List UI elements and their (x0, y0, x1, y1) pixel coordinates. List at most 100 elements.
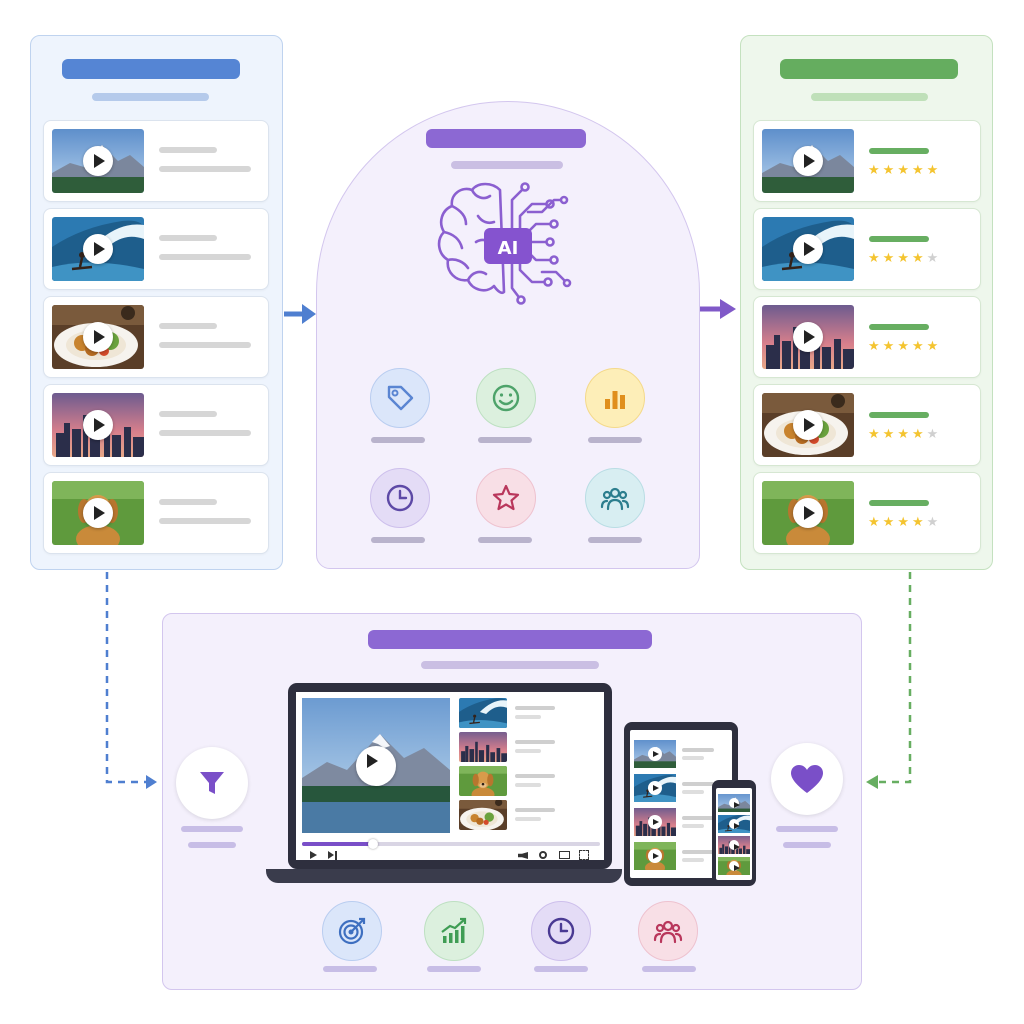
input-video-card[interactable] (43, 120, 269, 202)
input-video-card[interactable] (43, 472, 269, 554)
tablet-thumbnail[interactable] (634, 842, 676, 870)
ranked-video-card[interactable]: ★★★★★ (753, 296, 981, 378)
video-thumbnail[interactable] (52, 305, 144, 369)
star-icon (492, 484, 520, 511)
tag-icon (387, 385, 414, 411)
ai-panel-subtitle-bar (451, 161, 563, 169)
laptop-screen (296, 692, 604, 860)
play-icon[interactable] (356, 745, 396, 786)
miniplayer-icon[interactable] (559, 851, 570, 859)
skip-next-bar (335, 851, 337, 860)
ai-panel-title-bar (426, 129, 586, 148)
play-icon[interactable] (83, 322, 113, 352)
laptop-device (288, 683, 612, 869)
up-next-item[interactable] (459, 698, 599, 728)
input-video-card[interactable] (43, 296, 269, 378)
play-icon[interactable] (83, 498, 113, 528)
tablet-title-line (682, 782, 714, 786)
play-icon[interactable] (648, 815, 662, 829)
tablet-video-item[interactable] (634, 842, 728, 870)
video-thumbnail[interactable] (52, 393, 144, 457)
play-icon[interactable] (793, 498, 823, 528)
video-title-line (159, 411, 217, 417)
ai-sentiment-circle (476, 368, 536, 428)
play-icon[interactable] (648, 781, 662, 795)
play-icon[interactable] (83, 234, 113, 264)
skip-next-icon[interactable] (328, 851, 334, 859)
up-next-thumbnail[interactable] (459, 800, 507, 830)
favorite-sublabel-bar (783, 842, 831, 848)
filter-label-bar (181, 826, 243, 832)
star-icon: ★ (897, 427, 912, 442)
up-next-item[interactable] (459, 800, 599, 830)
up-next-item[interactable] (459, 766, 599, 796)
tablet-thumbnail[interactable] (634, 740, 676, 768)
play-icon[interactable] (793, 234, 823, 264)
play-icon[interactable] (83, 146, 113, 176)
video-thumbnail[interactable] (52, 481, 144, 545)
star-icon: ★ (911, 251, 927, 266)
video-thumbnail[interactable] (52, 129, 144, 193)
fullscreen-icon[interactable] (579, 850, 589, 860)
tablet-meta-line (682, 858, 704, 862)
input-video-card[interactable] (43, 208, 269, 290)
up-next-thumbnail[interactable] (459, 732, 507, 762)
phone-video-item[interactable] (718, 815, 750, 833)
up-next-item[interactable] (459, 732, 599, 762)
volume-icon[interactable] (518, 852, 528, 859)
targeting-circle (322, 901, 382, 961)
settings-icon[interactable] (539, 851, 547, 859)
player-progress-handle[interactable] (368, 839, 378, 849)
video-title-line (159, 147, 217, 153)
video-thumbnail[interactable] (762, 305, 854, 369)
up-next-thumbnail[interactable] (459, 766, 507, 796)
tablet-thumbnail[interactable] (634, 808, 676, 836)
star-icon: ★ (882, 339, 898, 354)
video-thumbnail[interactable] (762, 129, 854, 193)
phone-video-item[interactable] (718, 794, 750, 812)
input-video-card[interactable] (43, 384, 269, 466)
player-progress-track[interactable] (302, 839, 600, 849)
ai-favorite-label-bar (478, 537, 532, 543)
play-icon[interactable] (648, 849, 662, 863)
phone-video-item[interactable] (718, 857, 750, 875)
star-rating: ★★★★★ (868, 515, 941, 530)
ranked-video-card[interactable]: ★★★★★ (753, 384, 981, 466)
tablet-video-item[interactable] (634, 774, 728, 802)
play-icon[interactable] (793, 410, 823, 440)
play-icon[interactable] (729, 840, 740, 850)
tablet-video-item[interactable] (634, 740, 728, 768)
video-thumbnail[interactable] (762, 217, 854, 281)
mountain-thumbnail (52, 129, 144, 193)
video-meta-line (159, 342, 251, 348)
ai-favorite-circle (476, 468, 536, 528)
ranked-video-card[interactable]: ★★★★★ (753, 472, 981, 554)
main-video-player[interactable] (302, 698, 450, 833)
play-icon[interactable] (648, 747, 662, 761)
play-icon[interactable] (729, 819, 740, 829)
star-icon: ★ (897, 515, 912, 530)
tablet-thumbnail[interactable] (634, 774, 676, 802)
up-next-thumbnail[interactable] (459, 698, 507, 728)
star-icon: ★ (926, 339, 942, 354)
ranked-video-card[interactable]: ★★★★★ (753, 120, 981, 202)
star-icon: ★ (868, 339, 883, 354)
star-icon: ★ (882, 163, 898, 178)
play-icon[interactable] (793, 146, 823, 176)
play-icon[interactable] (729, 798, 740, 808)
city-thumbnail (634, 808, 676, 836)
video-thumbnail[interactable] (52, 217, 144, 281)
video-thumbnail[interactable] (762, 393, 854, 457)
video-title-line (159, 323, 217, 329)
video-thumbnail[interactable] (762, 481, 854, 545)
input-panel (30, 35, 283, 570)
ranked-video-card[interactable]: ★★★★★ (753, 208, 981, 290)
tablet-video-item[interactable] (634, 808, 728, 836)
play-icon[interactable] (729, 861, 740, 871)
play-control-icon[interactable] (310, 851, 317, 859)
phone-video-item[interactable] (718, 836, 750, 854)
ranking-score-line (869, 236, 929, 242)
play-icon[interactable] (83, 410, 113, 440)
output-panel: ★★★★★★★★★★★★★★★★★★★★★★★★★ (740, 35, 993, 570)
play-icon[interactable] (793, 322, 823, 352)
